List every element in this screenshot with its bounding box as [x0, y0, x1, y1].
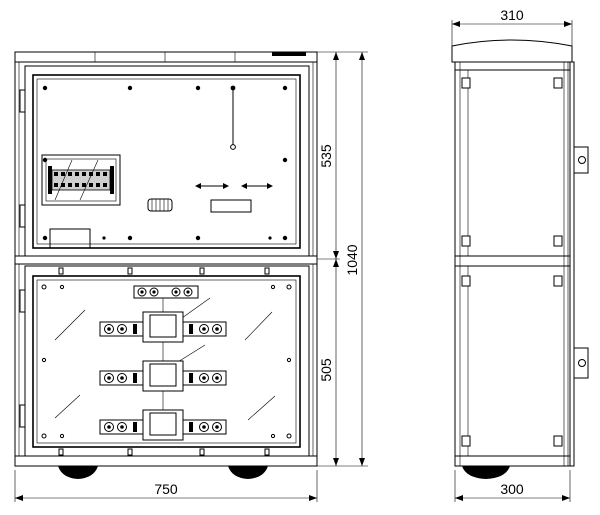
base-strip [14, 455, 318, 467]
roof-strip [14, 51, 318, 63]
dim-side-bottom-300: 300 [500, 481, 524, 497]
label-box [210, 199, 252, 213]
side-dimensions: 310 300 [451, 7, 573, 502]
phase-row-2 [99, 360, 227, 392]
dim-width-750: 750 [154, 481, 178, 497]
side-housing [454, 61, 571, 467]
side-handle-lower [573, 347, 589, 379]
terminal-block [41, 154, 121, 206]
front-dimensions: 750 535 505 1040 [14, 51, 368, 502]
upper-compartment [19, 65, 310, 257]
roof-label-plate [272, 52, 306, 56]
front-view [14, 51, 318, 479]
side-roof [451, 39, 573, 63]
dim-total-1040: 1040 [344, 244, 360, 275]
upper-mounting-plate [32, 74, 301, 249]
divider-strip [14, 255, 318, 265]
phase-row-1 [99, 311, 227, 343]
cable-entry [49, 228, 91, 249]
lower-mounting-plate [32, 275, 301, 448]
dim-lower-505: 505 [318, 358, 334, 382]
dim-side-top-310: 310 [500, 7, 524, 23]
arrow-left [195, 183, 229, 189]
side-door-profile [569, 61, 575, 467]
dim-upper-535: 535 [318, 144, 334, 168]
foot-right [228, 466, 268, 479]
side-foot [462, 466, 510, 479]
side-view [451, 39, 589, 479]
foot-left [58, 466, 98, 479]
arrow-right [241, 183, 273, 189]
phase-row-3 [99, 409, 227, 441]
lower-compartment [19, 265, 310, 457]
top-busbar [133, 285, 199, 299]
side-handle-upper [573, 146, 589, 174]
